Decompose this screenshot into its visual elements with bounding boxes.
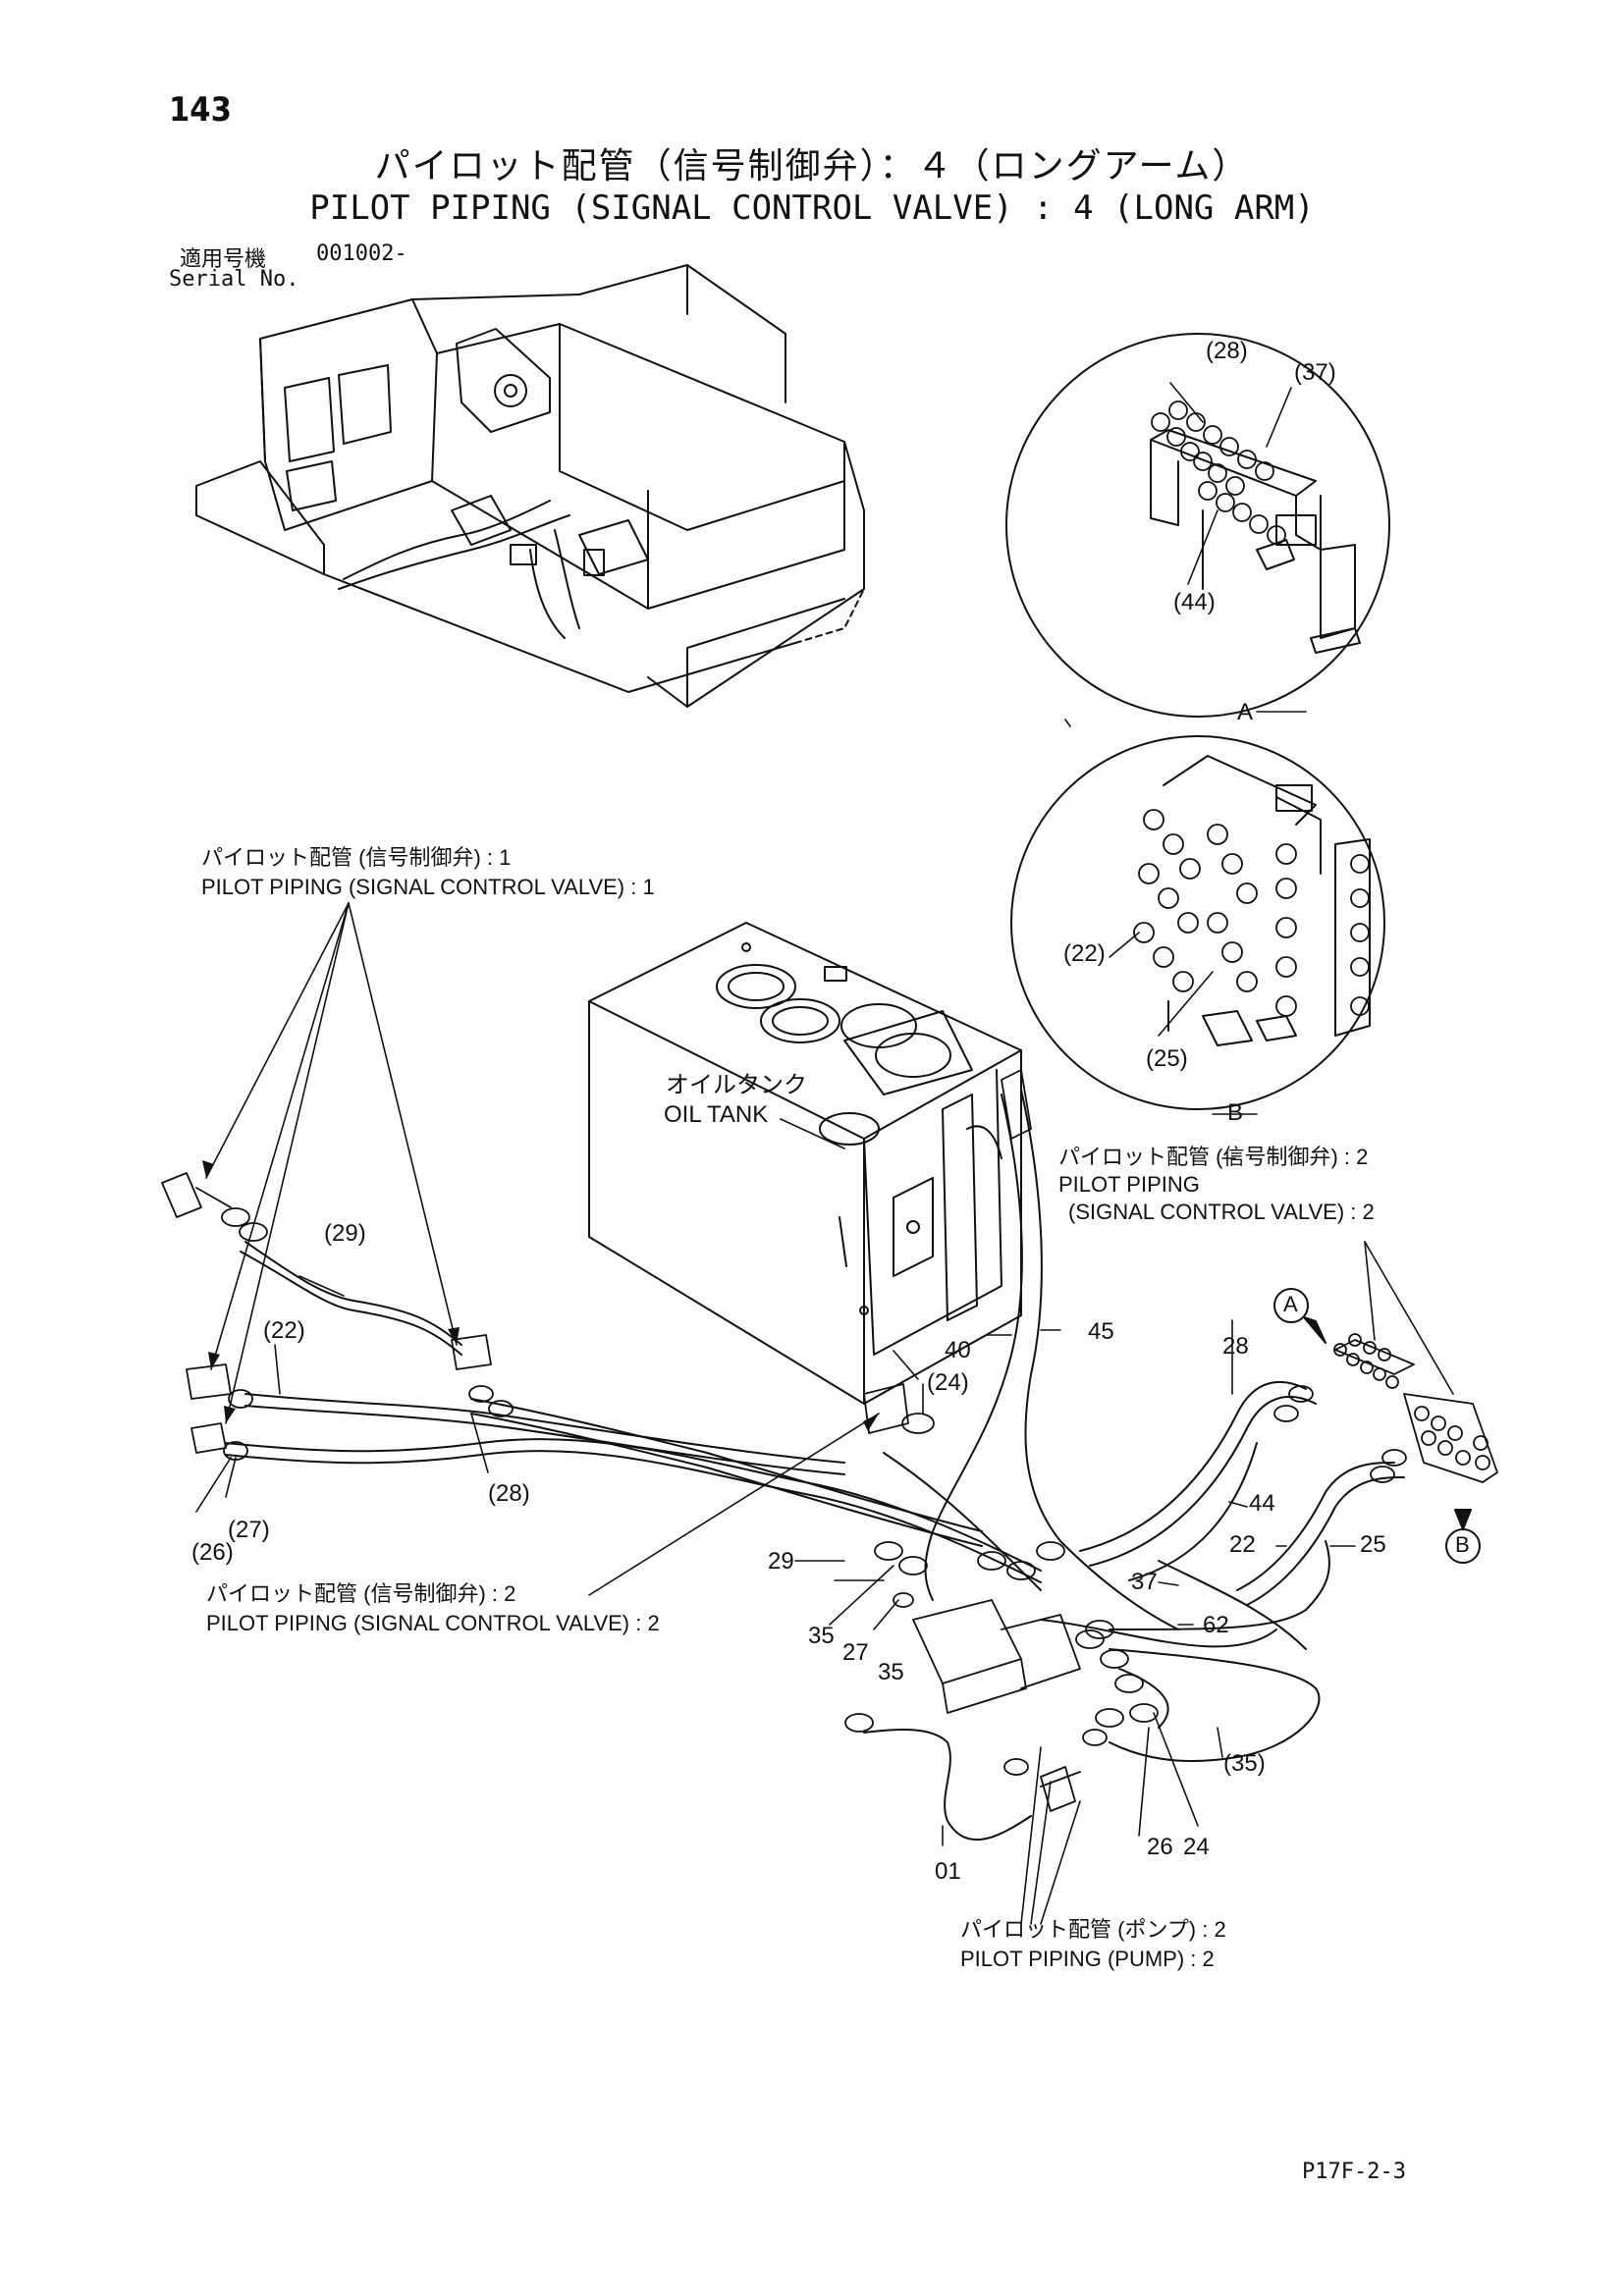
detail-a-letter: A — [1237, 699, 1254, 725]
callout-scv1-english: PILOT PIPING (SIGNAL CONTROL VALVE) : 1 — [201, 875, 655, 899]
leader-arrowheads — [202, 1160, 879, 1431]
callout-scv2-left-english: PILOT PIPING (SIGNAL CONTROL VALVE) : 2 — [206, 1611, 660, 1635]
part-label-29-paren: (29) — [324, 1220, 366, 1247]
fittings — [161, 1069, 1498, 1812]
drawing-code: P17F-2-3 — [1302, 2160, 1406, 2184]
part-label-25: 25 — [1360, 1531, 1386, 1558]
callout-scv1-japanese: パイロット配管 (信号制御弁) : 1 — [201, 845, 512, 870]
part-label-35-paren: (35) — [1223, 1750, 1266, 1777]
part-label-29: 29 — [768, 1548, 794, 1575]
oil-tank-drawing — [588, 922, 1022, 1405]
callout-pump-japanese: パイロット配管 (ポンプ) : 2 — [960, 1917, 1226, 1942]
part-label-44: 44 — [1249, 1490, 1275, 1517]
detail-b-letter: B — [1227, 1099, 1244, 1126]
callout-scv2-right-english-1: PILOT PIPING — [1058, 1172, 1200, 1197]
callout-pump-english: PILOT PIPING (PUMP) : 2 — [960, 1947, 1215, 1971]
page-title-japanese: パイロット配管（信号制御弁）：４（ロングアーム） — [374, 146, 1250, 187]
callout-scv2-right-english-2: (SIGNAL CONTROL VALVE) : 2 — [1068, 1200, 1375, 1224]
part-label-24-paren: (24) — [927, 1369, 969, 1396]
part-label-22-paren: (22) — [263, 1317, 305, 1344]
detail-a-label-37: (37) — [1294, 359, 1336, 386]
marker-a-letter: A — [1283, 1292, 1298, 1316]
part-label-01: 01 — [935, 1858, 961, 1885]
part-label-28-paren: (28) — [488, 1480, 530, 1507]
part-label-24: 24 — [1183, 1834, 1210, 1860]
detail-view-b-drawing — [1010, 735, 1385, 1110]
part-label-45: 45 — [1088, 1318, 1114, 1345]
callout-scv2-left-japanese: パイロット配管 (信号制御弁) : 2 — [206, 1581, 516, 1606]
serial-value: 001002- — [316, 241, 407, 266]
part-label-35-a: 35 — [808, 1623, 835, 1649]
detail-b-label-25: (25) — [1146, 1045, 1188, 1072]
page-title-english: PILOT PIPING (SIGNAL CONTROL VALVE) : 4 … — [309, 188, 1315, 228]
detail-b-label-22: (22) — [1063, 940, 1106, 967]
part-label-26: 26 — [1147, 1834, 1173, 1860]
part-label-40: 40 — [945, 1337, 971, 1363]
marker-a-circle — [1273, 1288, 1309, 1323]
serial-label-english: Serial No. — [169, 267, 299, 292]
callout-scv2-right-japanese: パイロット配管 (信号制御弁) : 2 — [1058, 1145, 1369, 1169]
oil-tank-english: OIL TANK — [664, 1101, 769, 1128]
part-label-37: 37 — [1131, 1569, 1158, 1595]
part-label-35-b: 35 — [878, 1659, 904, 1685]
part-label-22: 22 — [1229, 1531, 1256, 1558]
part-label-28: 28 — [1222, 1333, 1249, 1360]
page-number: 143 — [169, 90, 232, 130]
machine-overview-drawing — [195, 264, 865, 708]
detail-a-label-28: (28) — [1206, 338, 1248, 364]
serial-label-japanese: 適用号機 — [180, 247, 267, 272]
leader-lines — [195, 382, 1454, 1925]
oil-tank-japanese: オイルタンク — [666, 1072, 807, 1098]
marker-b-letter: B — [1455, 1532, 1470, 1557]
detail-a-label-44: (44) — [1173, 589, 1216, 615]
part-label-26-paren: (26) — [191, 1539, 234, 1566]
part-label-27-paren: (27) — [228, 1517, 270, 1543]
part-label-62: 62 — [1203, 1612, 1229, 1638]
part-label-27: 27 — [842, 1639, 869, 1666]
detail-view-a-drawing — [1005, 333, 1390, 718]
